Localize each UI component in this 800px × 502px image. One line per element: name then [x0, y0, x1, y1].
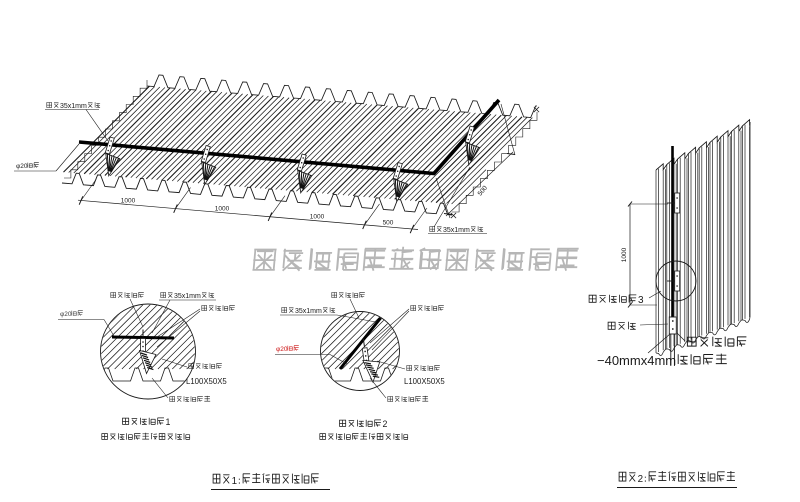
- svg-text:1000: 1000: [310, 214, 325, 221]
- svg-text:φ20: φ20: [16, 163, 28, 170]
- svg-text:1000: 1000: [621, 247, 628, 262]
- svg-text:φ20: φ20: [60, 311, 72, 318]
- svg-text:1: 1: [166, 417, 171, 427]
- svg-text:2: 2: [638, 474, 643, 485]
- svg-text:1: 1: [232, 476, 237, 487]
- svg-text:2: 2: [383, 419, 388, 429]
- svg-text:500: 500: [383, 220, 394, 227]
- svg-text:φ20: φ20: [276, 346, 288, 353]
- svg-text:L100X50X5: L100X50X5: [404, 377, 445, 386]
- svg-text:3: 3: [638, 295, 644, 306]
- svg-text:1000: 1000: [215, 206, 230, 213]
- svg-text:L100X50X5: L100X50X5: [186, 377, 227, 386]
- svg-text:1000: 1000: [121, 198, 136, 205]
- svg-text:−40mmx4mm: −40mmx4mm: [597, 353, 676, 368]
- svg-text:35x1mm: 35x1mm: [174, 293, 201, 300]
- svg-text:35x1mm: 35x1mm: [60, 103, 87, 110]
- svg-text:35x1mm: 35x1mm: [295, 308, 322, 315]
- svg-text:35x1mm: 35x1mm: [443, 227, 470, 234]
